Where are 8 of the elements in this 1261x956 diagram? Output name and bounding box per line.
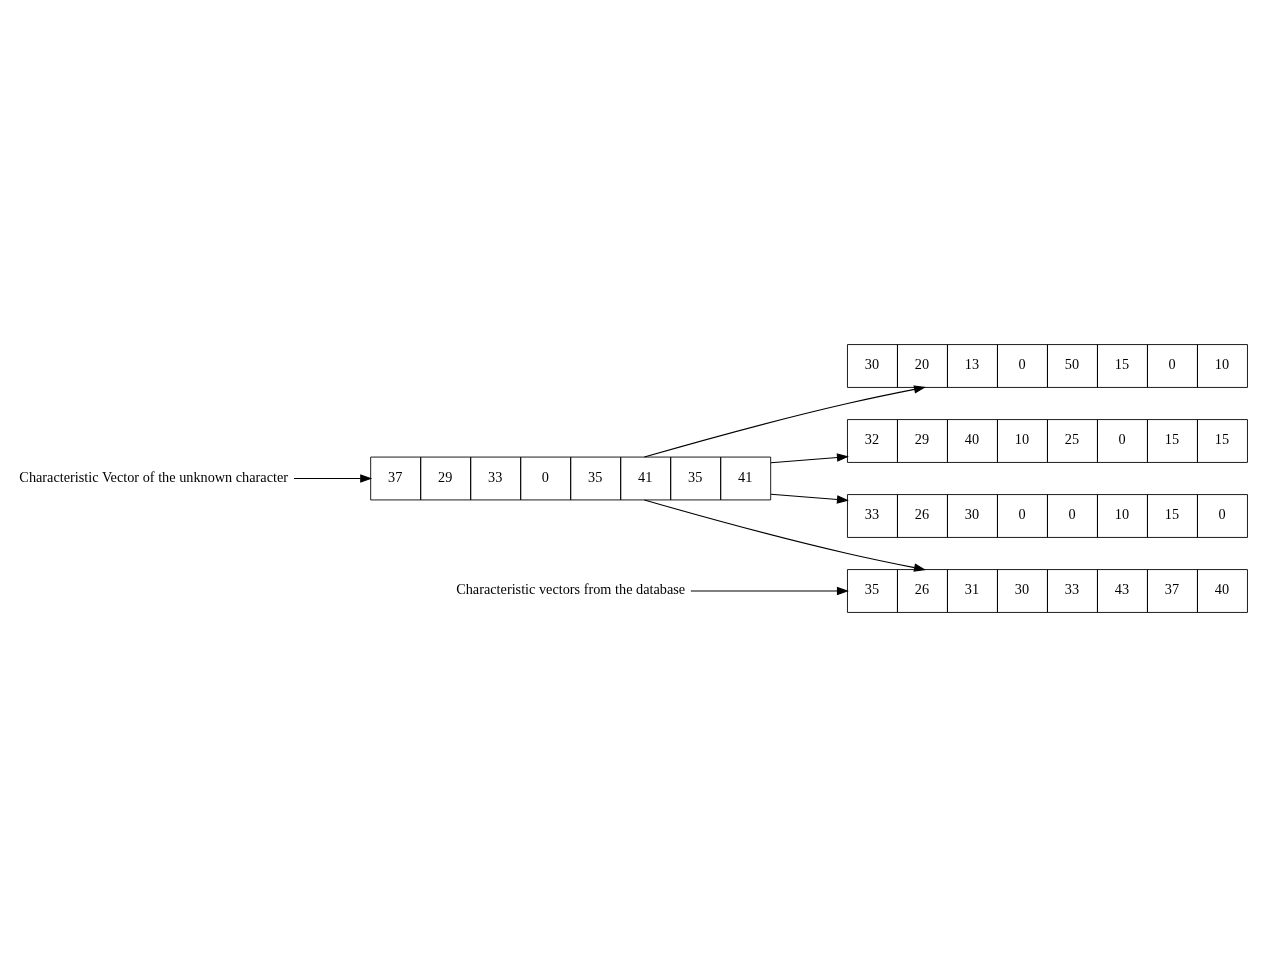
node-text: Characteristic Vector of the unknown character <box>19 468 289 485</box>
arrow <box>770 452 849 463</box>
arrow <box>643 384 926 458</box>
node-text: Characteristic vectors from the database <box>456 580 686 597</box>
arrow <box>643 498 926 572</box>
arrow <box>293 473 373 483</box>
arrow <box>690 586 849 595</box>
arrow <box>770 493 849 504</box>
